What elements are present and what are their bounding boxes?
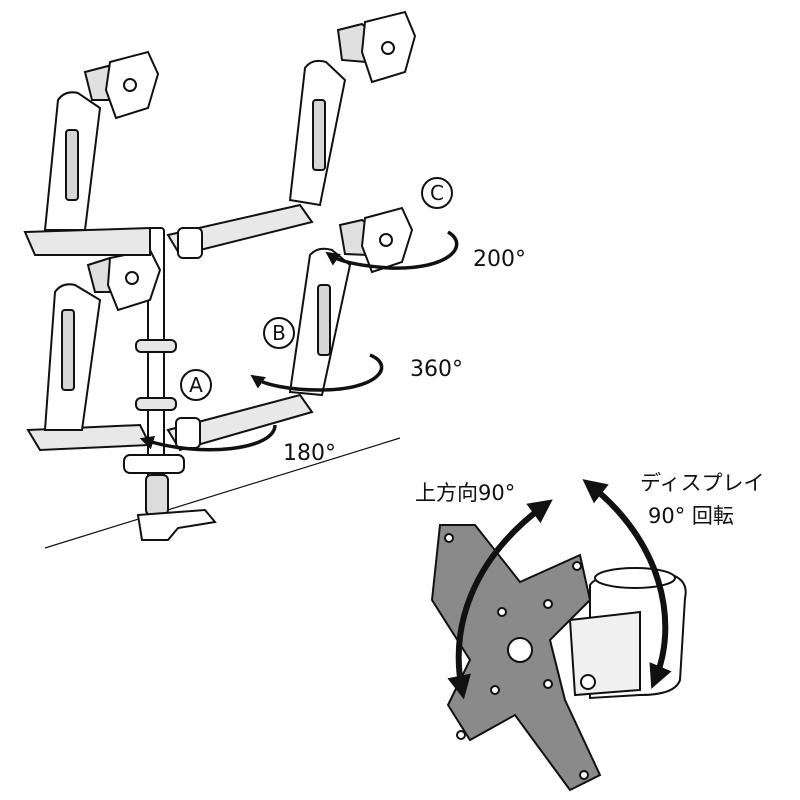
label-c: C: [430, 181, 444, 205]
rotation-label-a: 180°: [283, 441, 336, 466]
display-rotation-label-line1: ディスプレイ: [640, 471, 765, 495]
label-a-circle: A: [180, 369, 212, 401]
vesa-plate-lower-right: [360, 206, 414, 274]
rotation-label-b: 360°: [410, 357, 463, 382]
vesa-plate-upper-left: [104, 50, 160, 120]
pole-and-clamp: [123, 227, 217, 541]
tilt-arrow: [447, 499, 553, 700]
arm-upper-right: [166, 10, 417, 259]
desk-edge: [44, 437, 401, 549]
tilt-label: 上方向90°: [415, 481, 515, 505]
rotation-arrow-c: [325, 230, 459, 270]
label-a: A: [189, 373, 203, 397]
label-b: B: [272, 321, 286, 345]
label-b-circle: B: [263, 317, 295, 349]
rotation-arrow-a: [139, 424, 277, 452]
vesa-plate-upper-right: [360, 10, 417, 84]
arm-upper-left: [23, 50, 160, 256]
label-c-circle: C: [421, 177, 453, 209]
rotate-arrow: [582, 479, 672, 689]
arm-lower-left: [26, 248, 162, 452]
rotation-label-c: 200°: [473, 247, 526, 272]
arm-lower-right: [166, 206, 414, 452]
rotation-arrow-b: [250, 353, 384, 392]
display-rotation-label-line2: 90° 回転: [648, 504, 734, 528]
